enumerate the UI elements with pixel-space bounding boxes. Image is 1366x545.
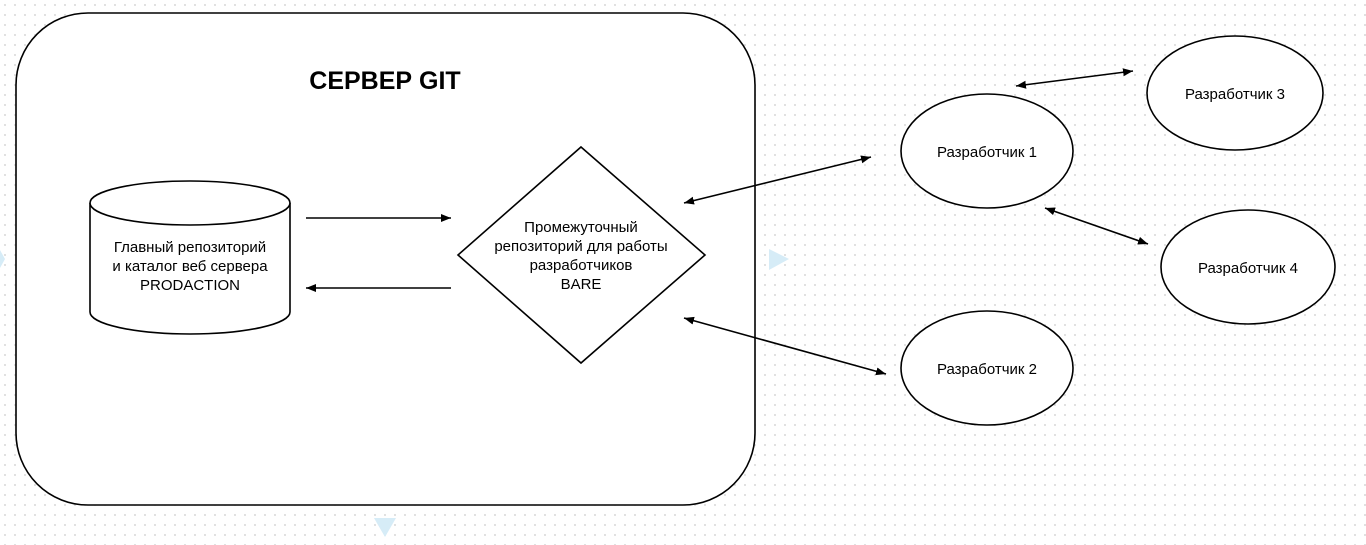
server-container[interactable]: [15, 12, 756, 506]
main-repo-label: Главный репозиторий и каталог веб сервер…: [112, 238, 268, 294]
arrow-bare-dev2[interactable]: [683, 316, 887, 376]
guide-arrow-right: [769, 249, 789, 270]
developer-2-label: Разработчик 2: [937, 360, 1037, 378]
developer-3-label: Разработчик 3: [1185, 85, 1285, 103]
bare-repo-label: Промежуточный репозиторий для работы раз…: [494, 219, 668, 293]
developer-4-node[interactable]: [1160, 209, 1336, 325]
server-title: СЕРВЕР GIT: [309, 67, 461, 95]
arrow-dev1-dev4[interactable]: [1044, 207, 1149, 245]
bare-repo-diamond[interactable]: [456, 145, 707, 365]
developer-3-node[interactable]: [1146, 35, 1324, 151]
guide-arrow-bottom: [374, 518, 396, 537]
developer-1-label: Разработчик 1: [937, 143, 1037, 161]
arrow-dev1-dev3[interactable]: [1015, 68, 1134, 89]
arrow-bare-dev1[interactable]: [683, 155, 872, 205]
developer-2-node[interactable]: [900, 310, 1074, 426]
developer-1-node[interactable]: [900, 93, 1074, 209]
developer-4-label: Разработчик 4: [1198, 259, 1298, 277]
guide-arrow-left: [0, 250, 5, 268]
main-repo-cylinder[interactable]: [89, 180, 291, 335]
